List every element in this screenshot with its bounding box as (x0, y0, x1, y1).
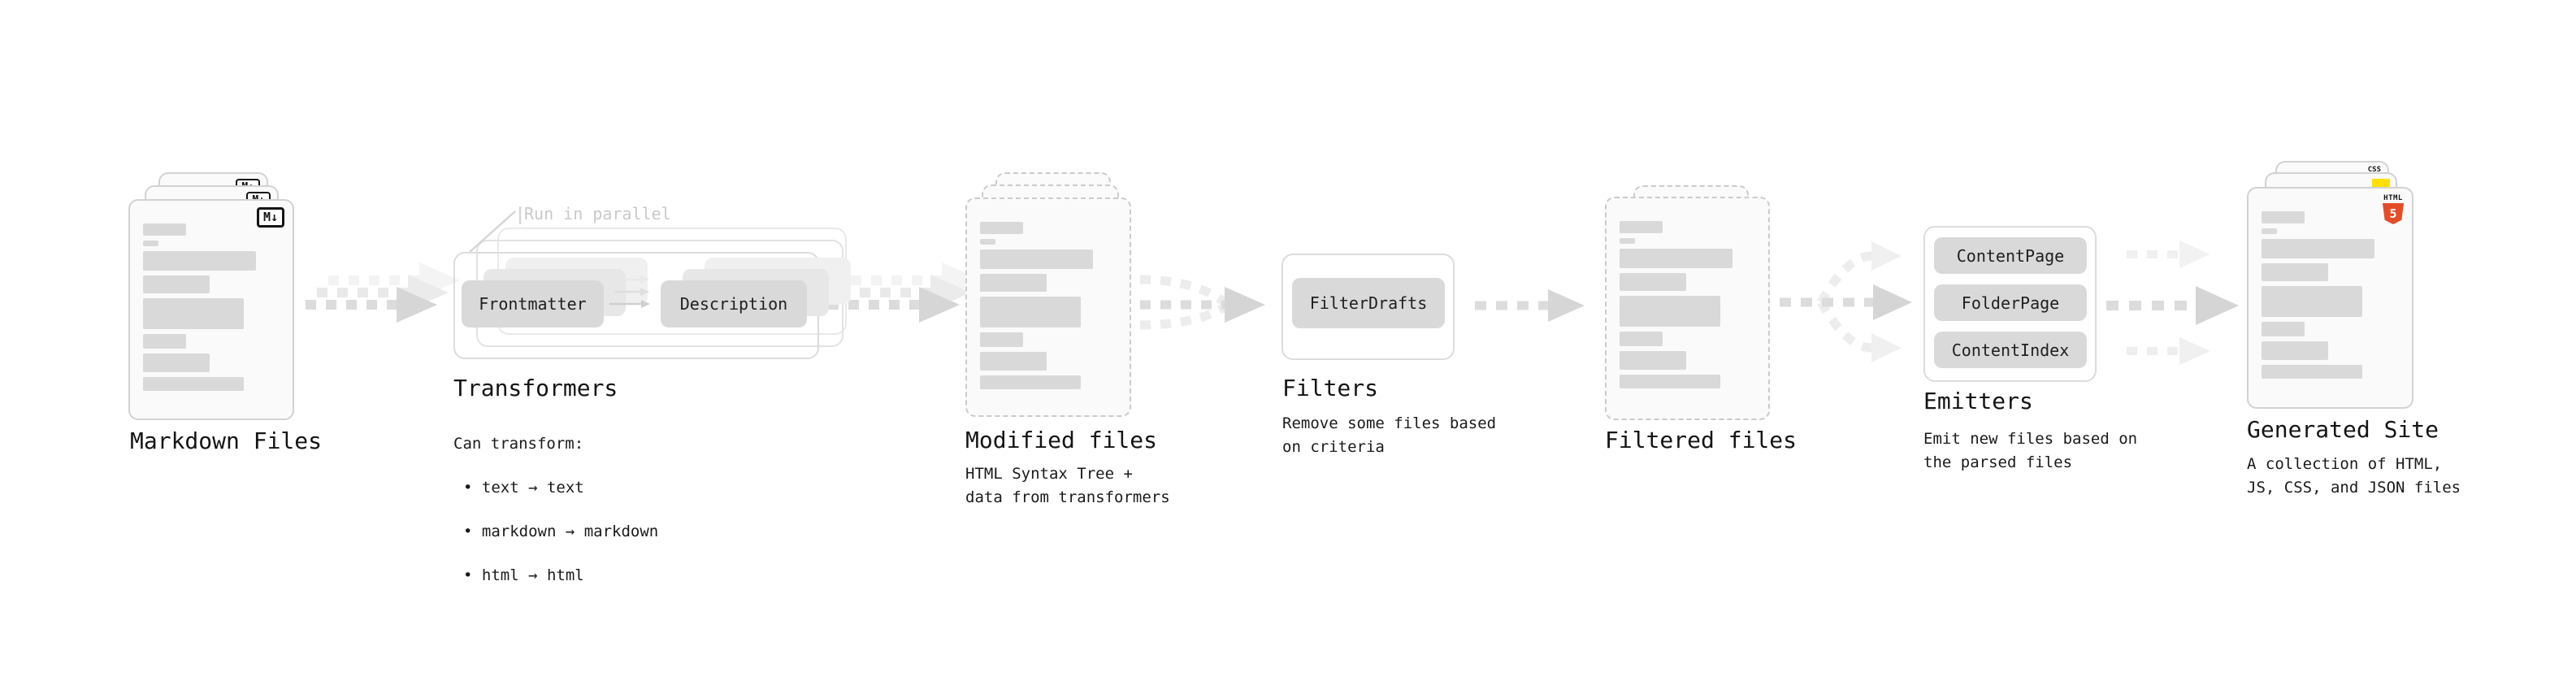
caption-bullet: • html → html (463, 566, 584, 584)
arrow-transformers-to-modified (828, 262, 982, 323)
arrow-frontmatter-to-description (609, 275, 650, 308)
stage-label-emitters: Emitters (1923, 388, 2033, 414)
filters-frame (1281, 254, 1455, 360)
file-content-placeholder (130, 201, 293, 391)
stage-label-filters: Filters (1282, 375, 1379, 401)
generated-file-card-html: HTML 5 (2247, 187, 2413, 409)
filter-node-filterdrafts: FilterDrafts (1292, 278, 1445, 328)
arrow-markdown-to-transformers (306, 262, 460, 323)
annotation-run-in-parallel: Run in parallel (524, 204, 671, 223)
markdown-icon: M↓ (256, 207, 284, 228)
transformer-node-frontmatter: Frontmatter (462, 280, 604, 327)
annotation-callout-line (469, 206, 522, 253)
file-content-placeholder (2249, 189, 2412, 379)
emitters-frame (1923, 226, 2097, 382)
javascript-icon (2372, 179, 2390, 188)
file-content-placeholder (1607, 198, 1768, 388)
emitter-node-folderpage: FolderPage (1934, 284, 2087, 321)
filters-caption: Remove some files based on criteria (1282, 414, 1497, 456)
stage-label-modified-files: Modified files (965, 427, 1158, 453)
markdown-file-card-front: M↓ (128, 199, 294, 420)
arrow-modified-to-filters-merge (1139, 275, 1265, 330)
caption-bullet: • markdown → markdown (463, 523, 659, 540)
stage-label-transformers: Transformers (453, 375, 618, 401)
html5-icon: HTML 5 (2383, 194, 2404, 224)
arrow-filtered-to-emitters-fanout (1780, 241, 1912, 362)
modified-file-card-front (965, 197, 1131, 417)
modified-caption: HTML Syntax Tree + data from transformer… (965, 465, 1170, 506)
emitters-caption: Emit new files based on the parsed files (1923, 430, 2138, 471)
emitter-node-contentpage: ContentPage (1934, 237, 2087, 274)
stage-label-filtered-files: Filtered files (1605, 427, 1798, 453)
transformers-caption: Can transform: • text → text • markdown … (453, 411, 658, 609)
filtered-file-card-front (1605, 197, 1770, 420)
caption-title: Can transform: (453, 435, 584, 453)
stage-label-markdown-files: Markdown Files (130, 427, 323, 454)
arrow-emitters-to-generated (2106, 241, 2239, 365)
caption-bullet: • text → text (463, 479, 584, 497)
stage-label-generated-site: Generated Site (2247, 416, 2439, 443)
emitter-node-contentindex: ContentIndex (1934, 332, 2087, 368)
file-content-placeholder (967, 199, 1130, 389)
transformer-node-description: Description (661, 280, 807, 327)
arrow-filters-to-filtered (1475, 289, 1585, 322)
generated-caption: A collection of HTML, JS, CSS, and JSON … (2247, 455, 2461, 497)
